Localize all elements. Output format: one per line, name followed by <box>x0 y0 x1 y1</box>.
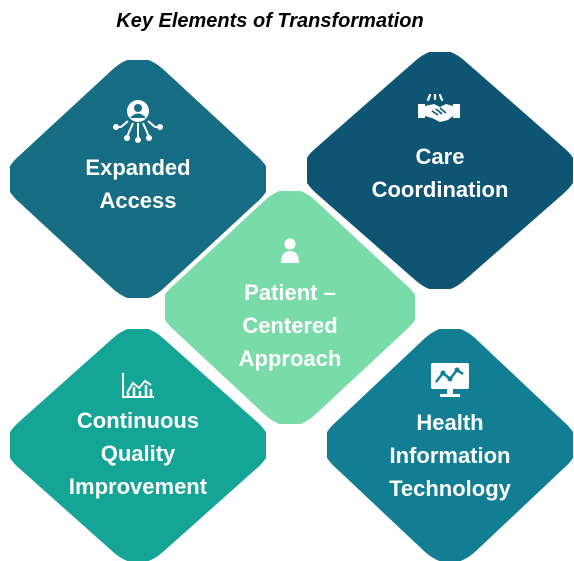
care-coordination-shape <box>307 52 573 289</box>
quality-improvement-diamond: Continuous Quality Improvement <box>10 329 266 561</box>
person-icon <box>280 238 300 264</box>
patient-centered-shape <box>165 191 415 424</box>
quality-improvement-label: Continuous Quality Improvement <box>68 408 208 499</box>
health-it-diamond: Health Information Technology <box>327 329 573 561</box>
quality-improvement-shape <box>10 329 266 561</box>
expanded-access-diamond: Expanded Access <box>10 60 266 298</box>
patient-centered-diamond: Patient – Centered Approach <box>165 191 415 424</box>
expanded-access-label: Expanded Access <box>85 155 191 213</box>
expanded-access-shape <box>10 60 266 298</box>
care-coordination-diamond: Care Coordination <box>307 52 573 289</box>
health-it-label: Health Information Technology <box>389 410 511 501</box>
care-coordination-label: Care Coordination <box>371 144 509 202</box>
handshake-icon <box>418 92 460 124</box>
line-chart-icon <box>120 371 156 401</box>
patient-centered-label: Patient – Centered Approach <box>238 280 342 371</box>
diagram-title: Key Elements of Transformation <box>116 10 424 32</box>
network-person-icon <box>113 99 163 145</box>
monitor-chart-icon <box>430 362 470 398</box>
health-it-shape <box>327 329 573 561</box>
